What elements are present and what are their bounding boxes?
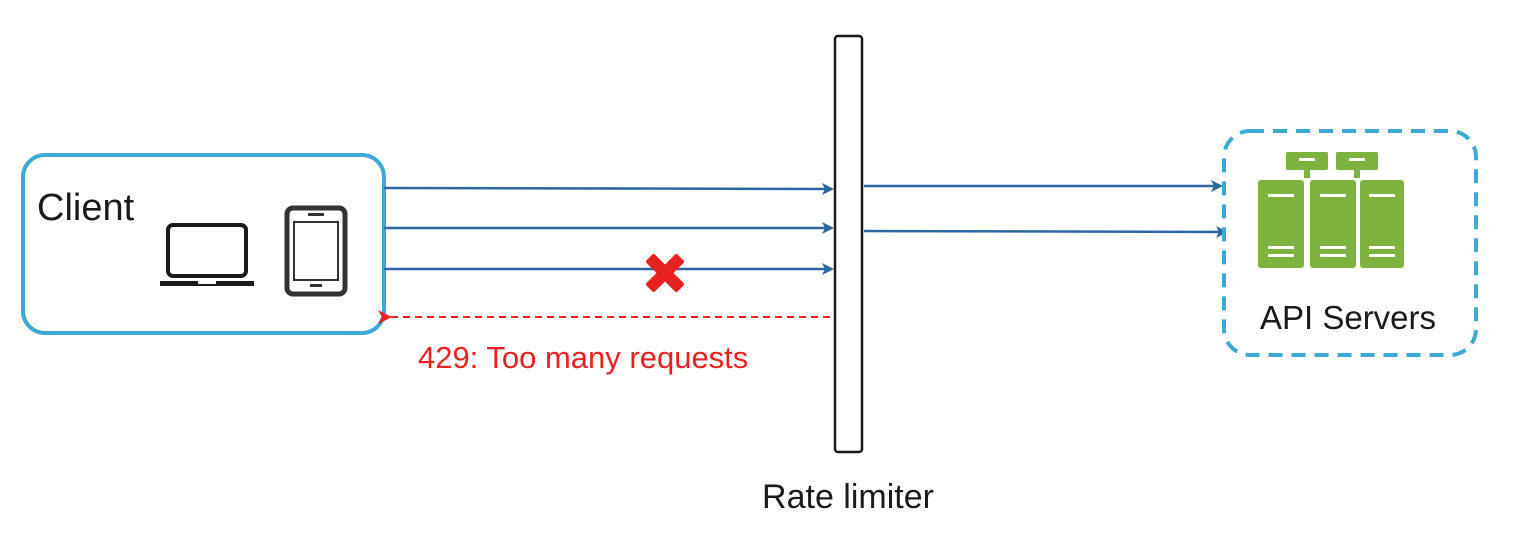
rate-limiter-label: Rate limiter: [762, 478, 934, 516]
client-label: Client: [37, 187, 135, 229]
tablet-icon: [284, 205, 348, 297]
rate-limiter-bar: [833, 34, 864, 454]
client-requests: [383, 182, 834, 275]
request-arrow-1: [383, 182, 834, 195]
rate-limiter-node: Rate limiter: [762, 34, 934, 516]
forwarded-requests: [863, 180, 1228, 238]
api-servers-label: API Servers: [1260, 299, 1436, 336]
laptop-icon: [160, 223, 254, 286]
client-node: Client: [21, 153, 386, 335]
forward-arrow-2: [863, 225, 1228, 238]
client-box: [21, 153, 386, 335]
blocked-x-icon: [646, 254, 684, 292]
rejection-label: 429: Too many requests: [418, 340, 748, 375]
server-rack-icon: [1258, 152, 1404, 268]
rejection-response: 429: Too many requests: [378, 310, 830, 375]
api-servers-node: API Servers: [1222, 129, 1478, 357]
